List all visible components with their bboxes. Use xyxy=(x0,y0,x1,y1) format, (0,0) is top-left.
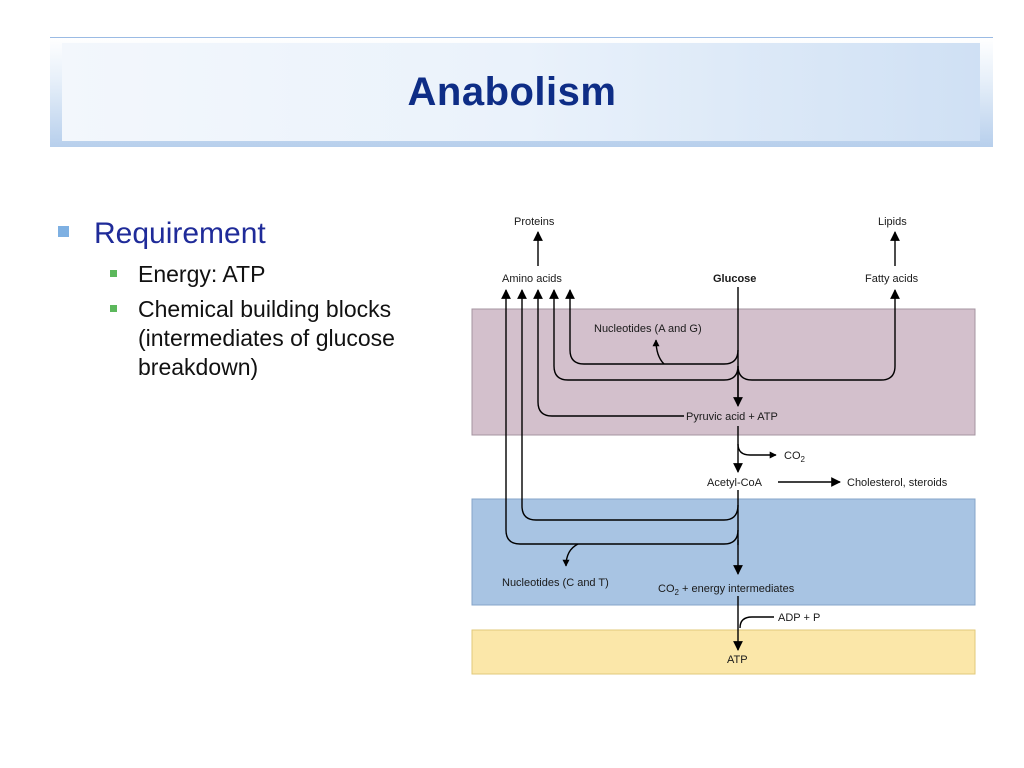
arrow-to-nucleotides-ag xyxy=(652,339,665,365)
label-nucleotides-ct: Nucleotides (C and T) xyxy=(502,577,609,589)
branch-krebs-to-amino-1 xyxy=(517,289,739,521)
branch-pyruvic-to-amino-2 xyxy=(533,289,684,417)
atp-band xyxy=(471,629,976,675)
bullet-text: Energy: ATP xyxy=(138,261,266,287)
label-adp-p: ADP + P xyxy=(778,612,820,624)
arrow-co2-release xyxy=(737,443,777,459)
label-acetyl-coa: Acetyl-CoA xyxy=(707,477,763,489)
cytoplasm-band xyxy=(471,308,976,436)
label-amino-acids: Amino acids xyxy=(502,273,562,285)
label-co2: CO2 xyxy=(784,450,806,464)
label-atp: ATP xyxy=(727,654,748,666)
bullet-text: Chemical building blocks (intermediates … xyxy=(138,296,395,380)
title-bar-inner xyxy=(62,43,980,141)
label-nucleotides-ag: Nucleotides (A and G) xyxy=(594,323,702,335)
branch-glucose-to-fatty xyxy=(737,289,900,381)
label-proteins: Proteins xyxy=(514,216,555,228)
square-bullet-icon xyxy=(110,305,117,312)
branch-krebs-to-amino-0 xyxy=(501,289,739,545)
arrow-adp-input xyxy=(739,616,774,629)
square-bullet-icon xyxy=(110,270,117,277)
bullet-building-blocks: Chemical building blocks (intermediates … xyxy=(58,295,468,382)
label-pyruvic: Pyruvic acid + ATP xyxy=(686,411,778,423)
bullet-text: Requirement xyxy=(94,217,266,250)
label-fatty-acids: Fatty acids xyxy=(865,273,919,285)
label-lipids: Lipids xyxy=(878,216,907,228)
bullet-requirement: Requirement xyxy=(58,214,468,254)
label-glucose: Glucose xyxy=(713,273,756,285)
slide-title: Anabolism xyxy=(407,70,617,114)
bullet-list: Requirement Energy: ATP Chemical buildin… xyxy=(58,214,468,382)
arrow-to-nucleotides-ct xyxy=(562,543,579,567)
label-energy-intermediates: CO2 + energy intermediates xyxy=(658,583,795,597)
label-cholesterol: Cholesterol, steroids xyxy=(847,477,948,489)
krebs-band xyxy=(471,498,976,606)
square-bullet-icon xyxy=(58,226,69,237)
bullet-energy: Energy: ATP xyxy=(58,260,468,289)
branch-glucose-to-amino-3 xyxy=(549,289,739,381)
branch-glucose-to-amino-4 xyxy=(565,289,739,365)
